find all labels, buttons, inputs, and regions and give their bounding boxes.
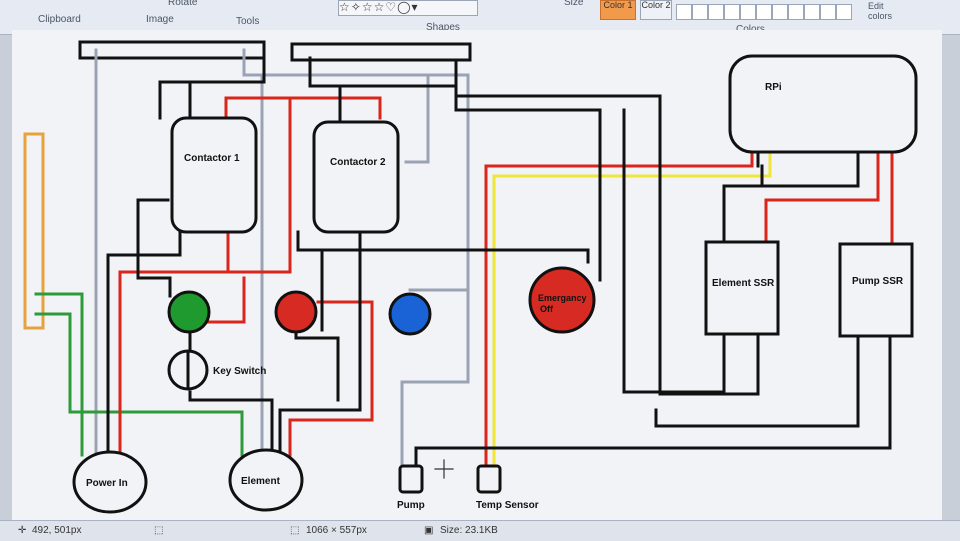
size-button[interactable]: Size [564, 0, 584, 8]
color-swatch[interactable] [820, 4, 836, 20]
color1-button[interactable]: Color 1 [600, 0, 636, 20]
element-label: Element [241, 476, 281, 487]
selection-size-icon: ⬚ [154, 525, 164, 536]
colors-group-label: Colors [736, 24, 765, 35]
bus-bar-left [78, 40, 266, 60]
file-size-icon: ▣ [424, 525, 434, 536]
blue-indicator-light [388, 292, 432, 336]
canvas-size: 1066 × 557px [306, 525, 367, 536]
image-group-label[interactable]: Image [146, 14, 174, 25]
status-bar: ✛ 492, 501px ⬚ ⬚ 1066 × 557px ▣ Size: 23… [0, 520, 960, 541]
canvas-size-icon: ⬚ [290, 525, 300, 536]
rotate-button[interactable]: Rotate [168, 0, 198, 8]
cursor-position-icon: ✛ [18, 525, 27, 536]
color-swatch[interactable] [788, 4, 804, 20]
rpi-box [728, 54, 918, 154]
color-swatch[interactable] [676, 4, 692, 20]
pump-ssr-label: Pump SSR [852, 276, 904, 287]
power-in-oval [72, 450, 148, 514]
element-oval [228, 448, 304, 512]
edit-colors-button[interactable]: Edit colors [868, 1, 893, 21]
color2-button[interactable]: Color 2 [640, 0, 672, 20]
color-swatch[interactable] [740, 4, 756, 20]
color-swatch[interactable] [724, 4, 740, 20]
pump-connector [398, 464, 424, 494]
color-swatch[interactable] [772, 4, 788, 20]
emergency-off-label-line1: Emergancy [538, 293, 587, 303]
orange-rail [23, 132, 45, 330]
rpi-label: RPi [765, 82, 782, 93]
color-swatch[interactable] [804, 4, 820, 20]
temp-sensor-connector [476, 464, 502, 494]
green-indicator-light [167, 290, 211, 334]
key-switch-label: Key Switch [213, 366, 266, 377]
contactor-1-box [170, 116, 258, 234]
clipboard-group-label[interactable]: Clipboard [38, 14, 81, 25]
emergency-off-label-line2: Off [540, 304, 554, 314]
tools-group-label[interactable]: Tools [236, 16, 260, 27]
color-swatch[interactable] [708, 4, 724, 20]
power-in-label: Power In [86, 478, 128, 489]
wiring-diagram: Contactor 1 Contactor 2 RPi Element SSR … [23, 40, 918, 514]
file-size: Size: 23.1KB [440, 525, 498, 536]
pump-label: Pump [397, 500, 425, 511]
contactor-2-box [312, 120, 400, 234]
emergency-off-button [528, 266, 596, 334]
element-ssr-label: Element SSR [712, 278, 775, 289]
contactor-2-label: Contactor 2 [330, 157, 386, 168]
color-swatch[interactable] [756, 4, 772, 20]
element-ssr-box [704, 240, 780, 336]
crosshair-cursor-icon [434, 459, 454, 479]
red-indicator-light [274, 290, 318, 334]
shapes-gallery[interactable]: ☆✧☆☆♡◯▾ [338, 0, 478, 16]
shapes-group-label: Shapes [426, 22, 460, 33]
bus-bar-right [290, 42, 472, 62]
color-swatch[interactable] [692, 4, 708, 20]
cursor-position: 492, 501px [32, 525, 82, 536]
contactor-1-label: Contactor 1 [184, 153, 240, 164]
temp-sensor-label: Temp Sensor [476, 500, 539, 511]
pump-ssr-box [838, 242, 914, 338]
ribbon: Clipboard Image Rotate Tools ☆✧☆☆♡◯▾ Sha… [0, 0, 960, 35]
color-swatch[interactable] [836, 4, 852, 20]
